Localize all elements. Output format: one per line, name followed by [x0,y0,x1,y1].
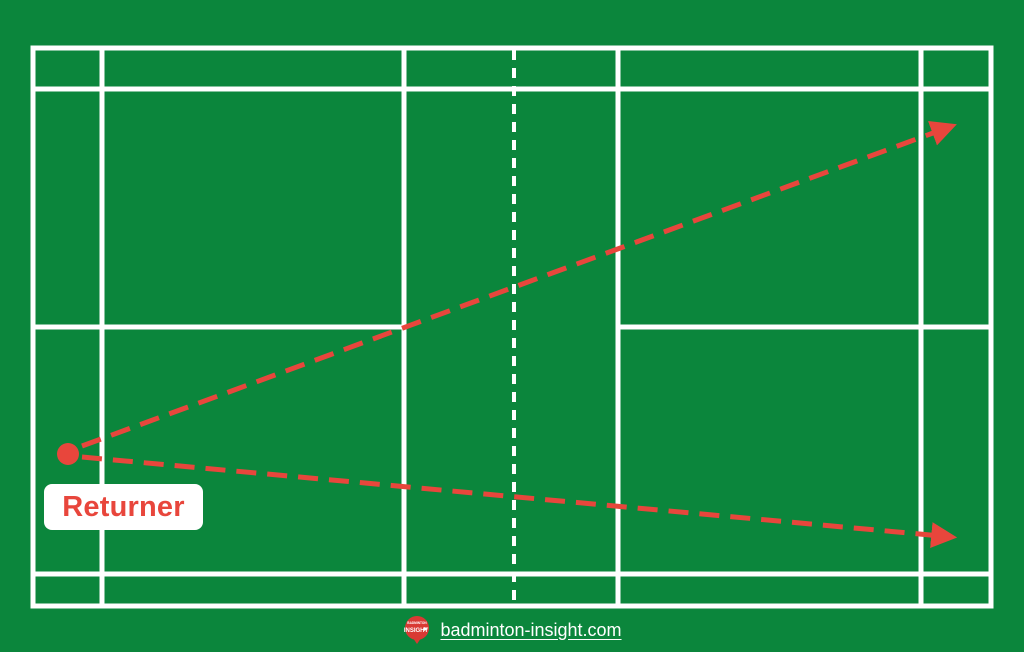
returner-label-text: Returner [62,490,185,523]
returner-position-marker [57,443,79,465]
badminton-insight-logo-icon: BADMINTON INSIGHT [404,616,430,644]
site-url-link[interactable]: badminton-insight.com [440,619,622,640]
cross-court-shot-arrow [81,120,957,449]
logo-text-top: BADMINTON [408,621,428,625]
logo-text-main: INSIGHT [404,628,429,634]
straight-shot-arrow [81,454,958,549]
returner-label: Returner [44,484,203,530]
site-footer: BADMINTON INSIGHT badminton-insight.com [0,614,1024,646]
